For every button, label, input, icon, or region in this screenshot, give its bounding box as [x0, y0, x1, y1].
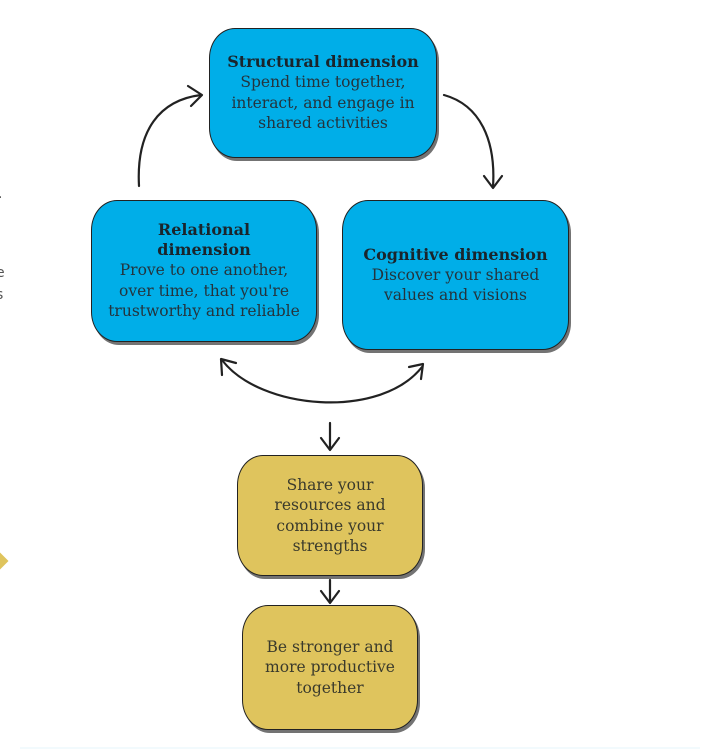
node-description: Be stronger and more productive together: [265, 637, 395, 697]
node-description: Discover your shared values and visions: [371, 265, 540, 305]
node-structural-dimension: Structural dimension Spend time together…: [209, 28, 437, 158]
node-description: Spend time together, interact, and engag…: [231, 73, 415, 133]
node-title: Structural dimension: [227, 52, 419, 72]
node-title: Cognitive dimension: [363, 244, 548, 264]
cropped-text-fragment: s: [0, 287, 3, 303]
cropped-text-fragment: e: [0, 265, 5, 281]
arrowhead-structural: [186, 84, 204, 108]
arrow-relational-cognitive: [220, 358, 424, 404]
node-be-stronger: Be stronger and more productive together: [242, 605, 418, 730]
node-description: Prove to one another, over time, that yo…: [108, 261, 300, 321]
divider: [20, 747, 700, 749]
cropped-text-fragment: .: [0, 186, 2, 202]
arrowhead-stronger: [319, 589, 341, 605]
node-share-resources: Share your resources and combine your st…: [237, 455, 423, 576]
node-relational-dimension: Relational dimension Prove to one anothe…: [91, 200, 317, 342]
arrowhead-cognitive: [482, 174, 504, 190]
node-title: Relational dimension: [157, 220, 251, 260]
arrowhead-relational: [219, 357, 238, 377]
node-cognitive-dimension: Cognitive dimension Discover your shared…: [342, 200, 569, 350]
star-decoration-icon: [0, 552, 9, 570]
arrow-relational-to-structural: [137, 93, 203, 188]
arrowhead-cognitive-bottom: [407, 362, 425, 381]
arrowhead-share: [319, 436, 341, 452]
arrow-structural-to-cognitive: [442, 93, 495, 189]
node-description: Share your resources and combine your st…: [274, 475, 386, 556]
